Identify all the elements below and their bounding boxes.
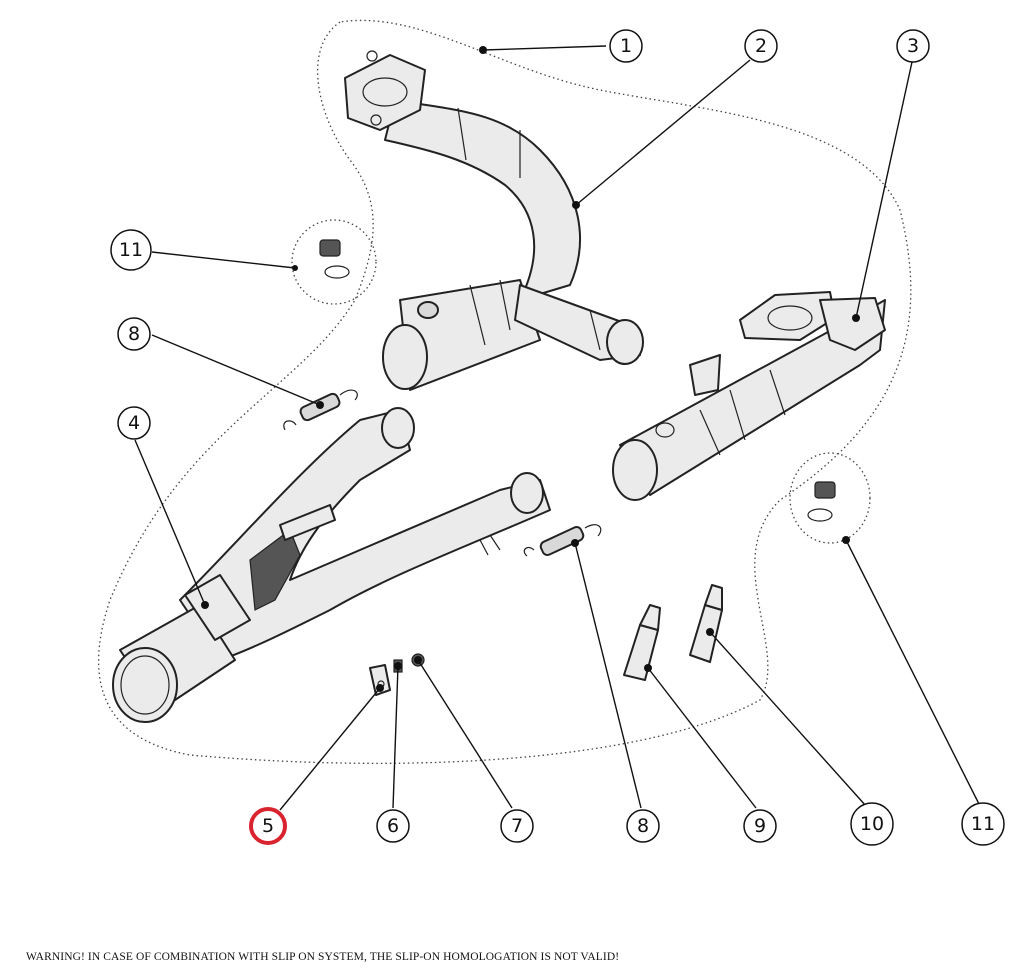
callout-label: 10 [860, 813, 884, 835]
callout: 10 [850, 802, 894, 846]
callout-label: 1 [620, 35, 632, 57]
callout-label: 9 [754, 815, 766, 837]
callout-label: 5 [262, 815, 274, 837]
callout-label: 7 [511, 815, 523, 837]
callout-label: 2 [755, 35, 767, 57]
bracket-part [369, 664, 391, 696]
callout-label: 6 [387, 815, 399, 837]
callout: 7 [500, 809, 534, 843]
assembly-outline-plug-right [789, 452, 871, 544]
assembly-outline-plug-left [291, 219, 377, 305]
leader-lines [134, 45, 981, 811]
spring-upper [283, 389, 358, 431]
callout-label: 8 [637, 815, 649, 837]
callout: 2 [744, 29, 778, 63]
rear-header-pipe [612, 291, 886, 501]
callout: 8 [117, 317, 151, 351]
sealant-tube-10 [689, 584, 723, 663]
assembly-outline-main [97, 19, 912, 764]
callout-label: 11 [119, 239, 143, 261]
collector-pipe [112, 407, 551, 723]
callout: 9 [743, 809, 777, 843]
sealant-tube-9 [623, 604, 661, 681]
callout: 8 [626, 809, 660, 843]
callout: 11 [110, 229, 152, 271]
callout: 11 [961, 802, 1005, 846]
callout: 1 [609, 29, 643, 63]
callout-label: 3 [907, 35, 919, 57]
callout: 3 [896, 29, 930, 63]
warning-text: WARNING! IN CASE OF COMBINATION WITH SLI… [26, 951, 620, 963]
callout-label: 8 [128, 323, 140, 345]
plug-left [319, 239, 350, 279]
callout-highlighted: 5 [249, 807, 287, 845]
front-header-pipe [344, 50, 644, 391]
plug-right [807, 481, 836, 522]
callout-label: 4 [128, 412, 140, 434]
callout-label: 11 [971, 813, 995, 835]
callout: 4 [117, 406, 151, 440]
spring-lower [523, 524, 602, 557]
callout: 6 [376, 809, 410, 843]
